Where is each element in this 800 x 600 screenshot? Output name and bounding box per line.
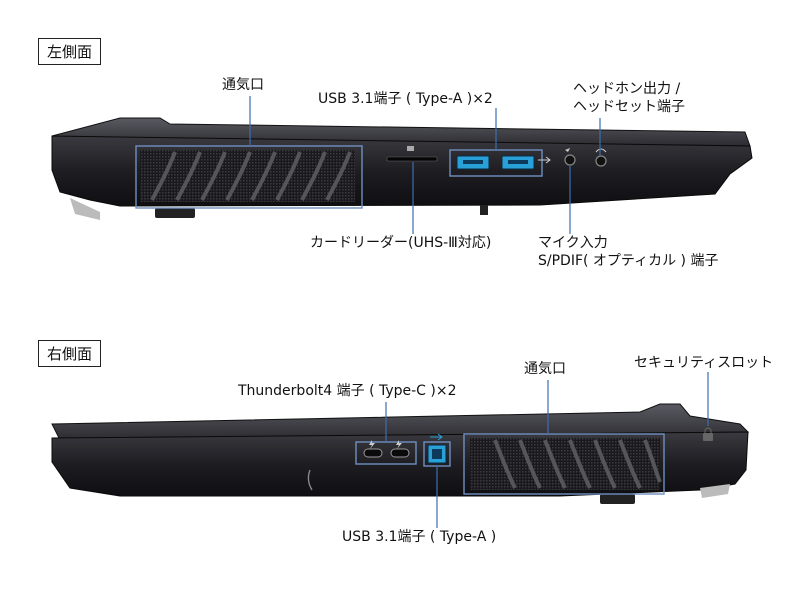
left-vent-label: 通気口: [222, 77, 264, 93]
right-usb-port: [423, 441, 451, 467]
right-side-heading: 右側面: [38, 340, 102, 367]
left-side-heading: 左側面: [38, 38, 102, 65]
security-slot-label: セキュリティスロット: [634, 355, 774, 371]
usb-icon: [538, 156, 551, 164]
headphone-label-line2: ヘッドセット端子: [573, 99, 685, 115]
card-reader-slot: [386, 156, 438, 162]
thunderbolt-label: Thunderbolt4 端子 ( Type-C )×2: [238, 383, 457, 399]
mic-jack: [564, 154, 576, 166]
left-vent: [135, 145, 363, 209]
mic-label-line2: S/PDIF( オプティカル ) 端子: [538, 253, 719, 269]
right-vent: [463, 433, 665, 495]
sd-card-icon: [407, 146, 414, 151]
headphone-label-line1: ヘッドホン出力 /: [573, 81, 681, 97]
left-usb-label: USB 3.1端子 ( Type-A )×2: [318, 91, 493, 107]
right-vent-label: 通気口: [524, 361, 566, 377]
mic-icon: [565, 148, 570, 152]
headphone-icon: [595, 148, 607, 153]
lock-icon: [703, 427, 713, 441]
right-usb-icon: [430, 433, 443, 441]
headphone-jack: [595, 155, 607, 167]
mic-label-line1: マイク入力: [538, 235, 608, 251]
card-reader-label: カードリーダー(UHS-Ⅲ対応): [310, 235, 492, 251]
thunderbolt-icon: [369, 440, 402, 449]
right-usb-label: USB 3.1端子 ( Type-A ): [342, 529, 497, 545]
